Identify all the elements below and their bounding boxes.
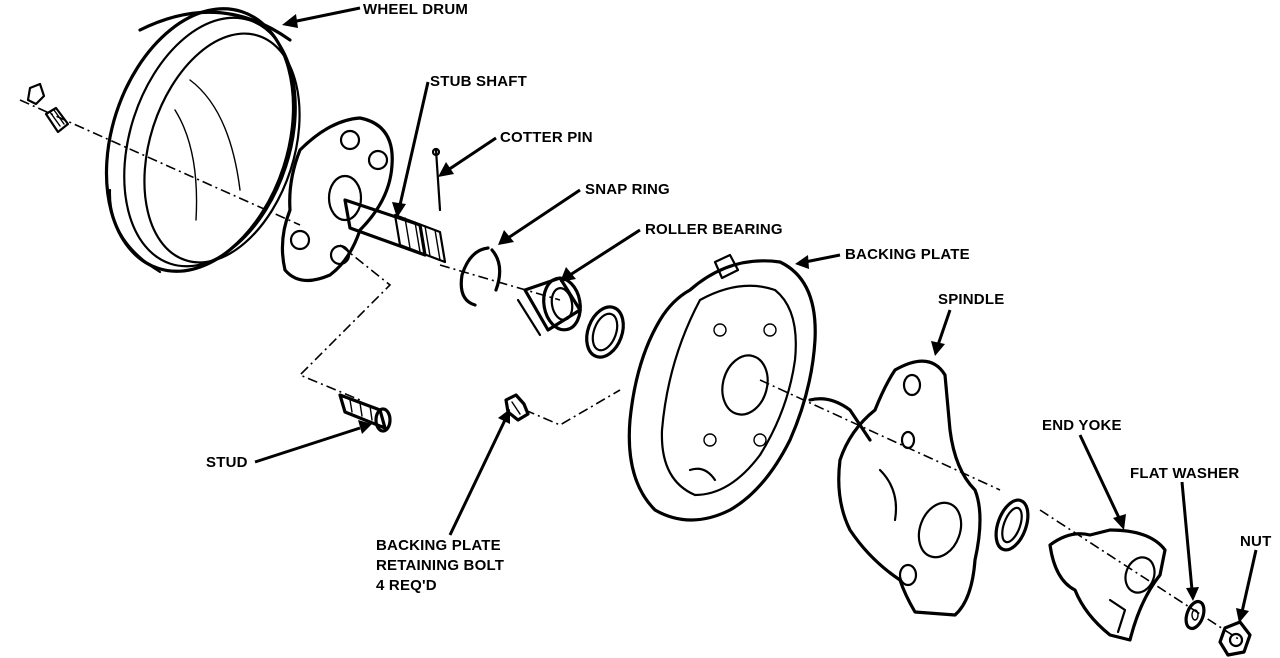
stud xyxy=(338,393,392,433)
label-wheel-drum: WHEEL DRUM xyxy=(363,1,468,18)
spindle xyxy=(808,359,982,617)
nut xyxy=(1218,620,1252,657)
o-ring xyxy=(994,498,1030,552)
center-axis xyxy=(19,99,1241,641)
label-snap-ring: SNAP RING xyxy=(585,181,670,198)
label-roller-bearing: ROLLER BEARING xyxy=(645,221,783,238)
label-backing-plate: BACKING PLATE xyxy=(845,246,970,263)
roller-bearing xyxy=(516,276,582,337)
cotter-pin xyxy=(431,147,442,212)
label-retaining-bolt-line2: RETAINING BOLT xyxy=(376,557,504,574)
stud-alignment-line xyxy=(298,244,392,401)
bolt-alignment-line xyxy=(524,389,621,426)
label-stub-shaft: STUB SHAFT xyxy=(430,73,527,90)
hub-flange xyxy=(280,116,394,282)
label-nut: NUT xyxy=(1240,533,1271,550)
label-retaining-bolt-line1: BACKING PLATE xyxy=(376,537,501,554)
snap-ring xyxy=(459,246,502,307)
label-stud: STUD xyxy=(206,454,248,471)
wheel-drum xyxy=(104,7,301,274)
label-retaining-bolt-line3: 4 REQ'D xyxy=(376,577,437,594)
backing-plate xyxy=(627,253,817,522)
label-cotter-pin: COTTER PIN xyxy=(500,129,593,146)
label-end-yoke: END YOKE xyxy=(1042,417,1122,434)
label-flat-washer: FLAT WASHER xyxy=(1130,465,1239,482)
label-spindle: SPINDLE xyxy=(938,291,1004,308)
stub-shaft xyxy=(343,198,447,264)
end-yoke xyxy=(1048,528,1167,642)
leader-lines xyxy=(254,6,1258,623)
flat-washer xyxy=(1184,599,1206,631)
hub-screw xyxy=(26,82,70,134)
seal-ring xyxy=(585,305,625,359)
